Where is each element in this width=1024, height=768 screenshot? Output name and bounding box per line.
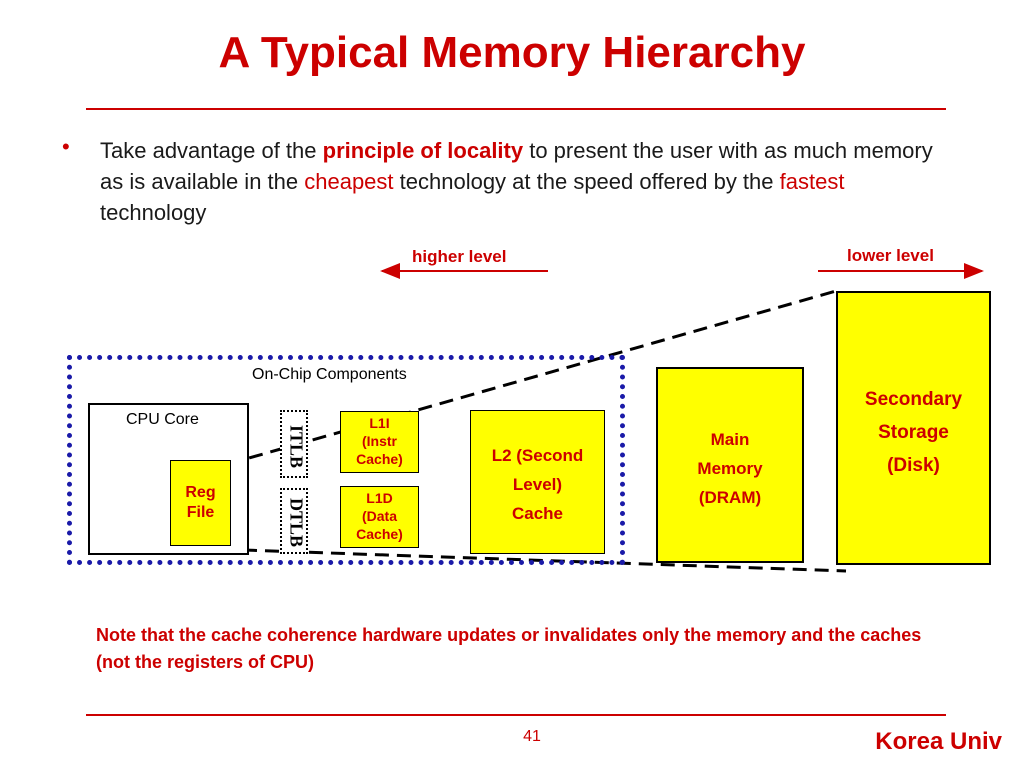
l1d-cache-box: L1D (Data Cache) — [340, 486, 419, 548]
l2-cache-box: L2 (Second Level) Cache — [470, 410, 605, 554]
l1i-line1: L1I — [369, 415, 390, 431]
secondary-storage-box: Secondary Storage (Disk) — [836, 291, 991, 565]
reg-file-line1: Reg — [185, 484, 216, 501]
bullet-seg7: technology — [100, 200, 207, 225]
l1d-line2: (Data — [361, 508, 397, 524]
bullet-cheapest: cheapest — [304, 169, 394, 194]
reg-file-line2: File — [186, 504, 215, 521]
lower-level-label: lower level — [847, 246, 934, 265]
bullet-fastest: fastest — [779, 169, 845, 194]
main-memory-line1: Main — [710, 430, 750, 449]
coherence-note: Note that the cache coherence hardware u… — [96, 625, 922, 672]
itlb-label: ITLB — [286, 424, 307, 469]
secondary-line1: Secondary — [864, 389, 963, 410]
onchip-region — [67, 355, 625, 565]
cpu-core-label: CPU Core — [126, 411, 199, 428]
bullet-principle-of-locality: principle of locality — [322, 138, 524, 163]
bullet-seg1: Take advantage of the — [100, 138, 323, 163]
dtlb-box: DTLB — [280, 488, 308, 554]
l2-line2: Level) — [512, 475, 563, 494]
bullet-seg3: to present the user with as much memory … — [100, 138, 933, 194]
bullet-dot: • — [62, 134, 70, 159]
title-rule — [86, 108, 946, 110]
l1d-line3: Cache) — [356, 526, 403, 542]
reg-file-box: Reg File — [170, 460, 231, 546]
footer-rule — [86, 714, 946, 716]
main-memory-line3: (DRAM) — [698, 488, 762, 507]
l2-line3: Cache — [511, 504, 564, 523]
l1d-line1: L1D — [366, 490, 393, 506]
l2-line1: L2 (Second — [491, 446, 584, 465]
l1i-cache-box: L1I (Instr Cache) — [340, 411, 419, 473]
itlb-box: ITLB — [280, 410, 308, 478]
bullet-seg5: technology at the speed offered by the — [393, 169, 780, 194]
dtlb-label: DTLB — [286, 497, 307, 548]
page-number: 41 — [523, 728, 541, 745]
secondary-line2: Storage — [878, 422, 949, 443]
higher-level-label: higher level — [412, 247, 507, 266]
main-memory-box: Main Memory (DRAM) — [656, 367, 804, 563]
l1i-line2: (Instr — [362, 433, 397, 449]
main-memory-line2: Memory — [697, 459, 763, 478]
secondary-line3: (Disk) — [887, 455, 940, 476]
bullet-text: Take advantage of the principle of local… — [100, 135, 940, 228]
slide-title: A Typical Memory Hierarchy — [218, 28, 806, 77]
footer-text: Korea Univ — [875, 728, 1002, 755]
onchip-label: On-Chip Components — [252, 366, 407, 383]
l1i-line3: Cache) — [356, 451, 403, 467]
